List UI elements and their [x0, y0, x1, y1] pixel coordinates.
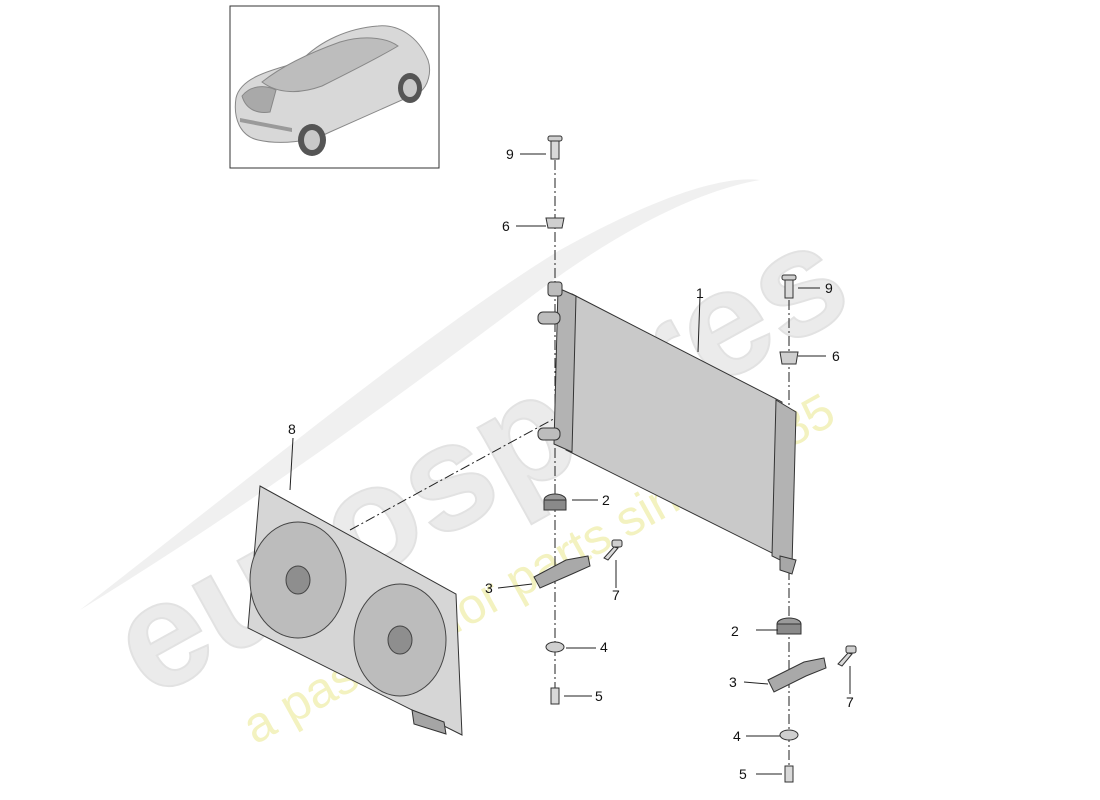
washer-4-left [545, 641, 565, 653]
vehicle-inset [229, 5, 440, 169]
left-mount-stack [533, 135, 623, 705]
callout-3: 3 [729, 674, 737, 690]
leader-lines [289, 153, 851, 775]
mount-2-left [543, 493, 567, 511]
radiator-top-pin [547, 281, 563, 297]
callout-6: 6 [502, 218, 510, 234]
fan-shroud-bracket [411, 709, 447, 735]
fan-left-hub [285, 565, 311, 595]
bracket-3-left [533, 555, 591, 589]
radiator-hose-inlet [537, 311, 561, 325]
bolt-9-right [781, 274, 797, 299]
washer-4-right [779, 729, 799, 741]
callout-5: 5 [595, 688, 603, 704]
bolt-9-left [547, 135, 563, 160]
radiator-right-tank [771, 399, 797, 567]
callout-5: 5 [739, 766, 747, 782]
callout-7: 7 [846, 694, 854, 710]
callout-4: 4 [600, 639, 608, 655]
callout-2: 2 [602, 492, 610, 508]
callout-4: 4 [733, 728, 741, 744]
screw-7-right [837, 645, 857, 667]
bolt-5-right [784, 765, 794, 783]
callout-9: 9 [506, 146, 514, 162]
radiator-bottom-bracket [779, 555, 797, 575]
watermark-swoosh [80, 179, 760, 610]
callout-8: 8 [288, 421, 296, 437]
bolt-5-left [550, 687, 560, 705]
car-suv-icon [234, 25, 431, 156]
callout-9: 9 [825, 280, 833, 296]
callout-2: 2 [731, 623, 739, 639]
mount-2-right [776, 617, 802, 635]
fan-shroud [247, 485, 463, 736]
callout-1: 1 [696, 285, 704, 301]
bracket-3-right [767, 657, 827, 693]
fan-right-hub [387, 625, 413, 655]
radiator-hose-outlet [537, 427, 561, 441]
screw-7-left [603, 539, 623, 561]
callout-7: 7 [612, 587, 620, 603]
callout-3: 3 [485, 580, 493, 596]
grommet-6-right [779, 351, 799, 365]
radiator-left-tank [553, 287, 577, 453]
radiator [537, 281, 797, 575]
callout-6: 6 [832, 348, 840, 364]
right-mount-stack [767, 274, 857, 783]
callout-labels: 1 2 2 3 3 4 4 5 5 6 6 7 7 8 9 9 [288, 146, 854, 782]
grommet-6-left [545, 217, 565, 229]
